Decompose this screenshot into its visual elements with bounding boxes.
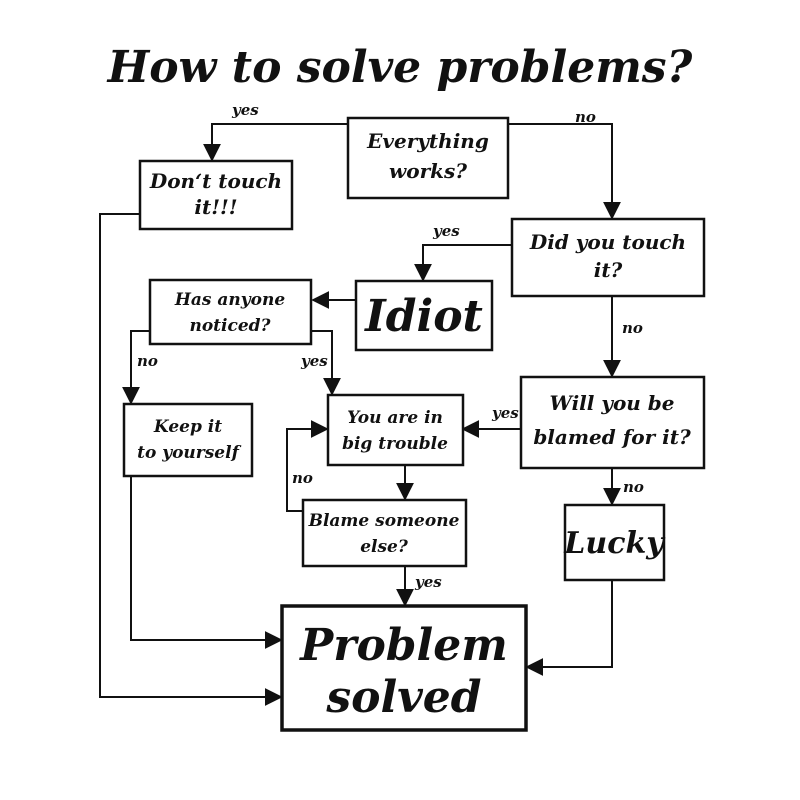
node-label: noticed? bbox=[189, 316, 271, 336]
node-label: Did you touch bbox=[529, 230, 686, 254]
edge-keep-to-solved bbox=[130, 476, 283, 649]
node-did-you-touch: Did you touch it? bbox=[510, 217, 706, 298]
node-idiot: Idiot bbox=[354, 279, 494, 352]
node-label: Keep it bbox=[153, 417, 222, 437]
node-label: big trouble bbox=[342, 434, 448, 454]
edge-lucky-to-solved bbox=[525, 580, 613, 676]
node-label: Blame someone bbox=[308, 511, 460, 531]
label-blamed-yes: yes bbox=[491, 404, 519, 422]
node-label: it? bbox=[594, 258, 623, 282]
node-label: it!!! bbox=[194, 195, 237, 219]
label-touch-yes: yes bbox=[432, 222, 460, 240]
node-label: to yourself bbox=[137, 443, 241, 463]
label-works-yes: yes bbox=[231, 101, 259, 119]
node-lucky: Lucky bbox=[563, 503, 666, 582]
node-everything-works: Everything works? bbox=[346, 116, 510, 200]
node-label: works? bbox=[389, 159, 467, 183]
node-keep-it: Keep it to yourself bbox=[122, 402, 254, 478]
diagram-title: How to solve problems? bbox=[106, 42, 694, 93]
edge-noticed-yes bbox=[311, 330, 341, 396]
node-label: Don‘t touch bbox=[149, 169, 282, 193]
edge-blame-no bbox=[286, 420, 329, 512]
node-label: Problem bbox=[298, 620, 508, 671]
node-label: You are in bbox=[347, 408, 443, 428]
node-label: Has anyone bbox=[174, 290, 286, 310]
connectors bbox=[99, 123, 621, 706]
edge-touch-yes bbox=[414, 244, 512, 282]
node-dont-touch: Don‘t touch it!!! bbox=[138, 159, 294, 231]
node-label: Idiot bbox=[363, 291, 483, 342]
node-label: else? bbox=[360, 537, 409, 557]
label-blamed-no: no bbox=[623, 478, 644, 496]
node-blame-someone-else: Blame someone else? bbox=[301, 498, 468, 568]
node-has-anyone-noticed: Has anyone noticed? bbox=[148, 278, 313, 346]
label-noticed-no: no bbox=[137, 352, 158, 370]
label-works-no: no bbox=[575, 108, 596, 126]
node-label: Will you be bbox=[549, 391, 674, 415]
node-you-are-in-trouble: You are in big trouble bbox=[326, 393, 465, 467]
node-label: Lucky bbox=[563, 526, 666, 561]
label-blame-no: no bbox=[292, 469, 313, 487]
node-will-you-be-blamed: Will you be blamed for it? bbox=[519, 375, 706, 470]
edge-dont-touch-to-solved bbox=[99, 213, 283, 706]
edge-noticed-no bbox=[122, 330, 150, 405]
label-touch-no: no bbox=[622, 319, 643, 337]
edge-works-yes bbox=[203, 123, 348, 162]
node-label: Everything bbox=[366, 129, 489, 153]
node-label: blamed for it? bbox=[533, 425, 691, 449]
edge-works-no bbox=[508, 123, 621, 220]
edge-labels: yes no yes no no yes yes no no yes bbox=[137, 101, 644, 591]
label-blame-yes: yes bbox=[414, 573, 442, 591]
node-problem-solved: Problem solved bbox=[280, 604, 528, 732]
node-label: solved bbox=[325, 672, 481, 723]
label-noticed-yes: yes bbox=[300, 352, 328, 370]
